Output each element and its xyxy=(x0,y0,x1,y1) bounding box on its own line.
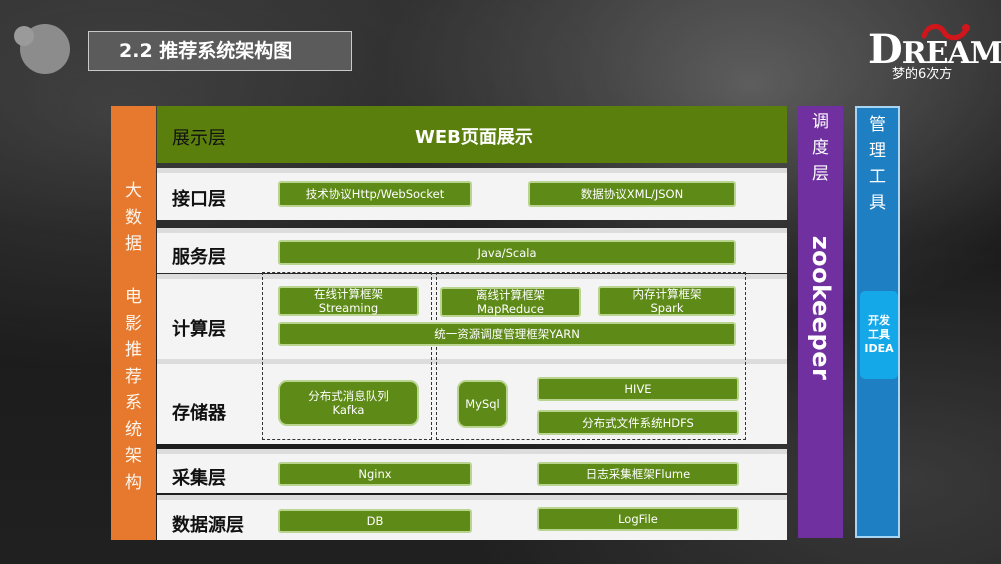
management-title: 管 理 工 具 xyxy=(869,115,886,213)
logo-wordmark: DREAM xyxy=(868,26,1001,73)
storage-hive: HIVE xyxy=(537,377,739,401)
datasource-db: DB xyxy=(278,509,472,533)
layer-interface: 接口层 xyxy=(157,168,787,220)
service-java-scala: Java/Scala xyxy=(278,240,736,265)
layer-collect-label: 采集层 xyxy=(172,468,226,489)
interface-http-websocket: 技术协议Http/WebSocket xyxy=(278,181,472,207)
web-page-display: WEB页面展示 xyxy=(415,127,533,148)
offline-group-dashed-box xyxy=(436,272,746,440)
layer-interface-label: 接口层 xyxy=(172,189,226,210)
dev-tool-idea: 开发 工具 IDEA xyxy=(860,291,898,379)
layer-storage-label: 存储器 xyxy=(172,403,226,424)
layer-datasource-label: 数据源层 xyxy=(172,515,244,536)
storage-kafka: 分布式消息队列 Kafka xyxy=(278,380,419,426)
dream-logo: DREAM 梦的6次方 xyxy=(868,22,1001,82)
zookeeper-label: zookeeper xyxy=(807,235,835,381)
left-sidebar-text: 大 数 据 电 影 推 荐 系 统 架 构 xyxy=(125,181,142,493)
scheduler-title: 调 度 层 xyxy=(812,112,829,184)
layer-compute-label: 计算层 xyxy=(172,319,226,340)
left-sidebar: 大 数 据 电 影 推 荐 系 统 架 构 xyxy=(111,106,156,540)
storage-hdfs: 分布式文件系统HDFS xyxy=(537,410,739,435)
logo-tagline: 梦的6次方 xyxy=(892,67,953,82)
interface-xml-json: 数据协议XML/JSON xyxy=(528,181,736,207)
collect-nginx: Nginx xyxy=(278,462,472,486)
decor-circle-small xyxy=(14,26,34,46)
layer-display-label: 展示层 xyxy=(172,128,226,149)
layer-display: 展示层 WEB页面展示 xyxy=(157,106,787,163)
logo-swirl-icon xyxy=(921,24,970,41)
compute-streaming: 在线计算框架 Streaming xyxy=(278,286,419,316)
realtime-group-dashed-box xyxy=(262,272,432,440)
compute-yarn: 统一资源调度管理框架YARN xyxy=(278,322,736,346)
scheduler-column: 调 度 层 xyxy=(798,106,843,538)
slide-title: 2.2 推荐系统架构图 xyxy=(88,31,352,71)
storage-mysql: MySql xyxy=(457,380,508,428)
datasource-logfile: LogFile xyxy=(537,507,739,531)
layer-service-label: 服务层 xyxy=(172,247,226,268)
collect-flume: 日志采集框架Flume xyxy=(537,462,739,486)
compute-spark: 内存计算框架 Spark xyxy=(598,286,736,316)
compute-mapreduce: 离线计算框架 MapReduce xyxy=(440,287,581,317)
